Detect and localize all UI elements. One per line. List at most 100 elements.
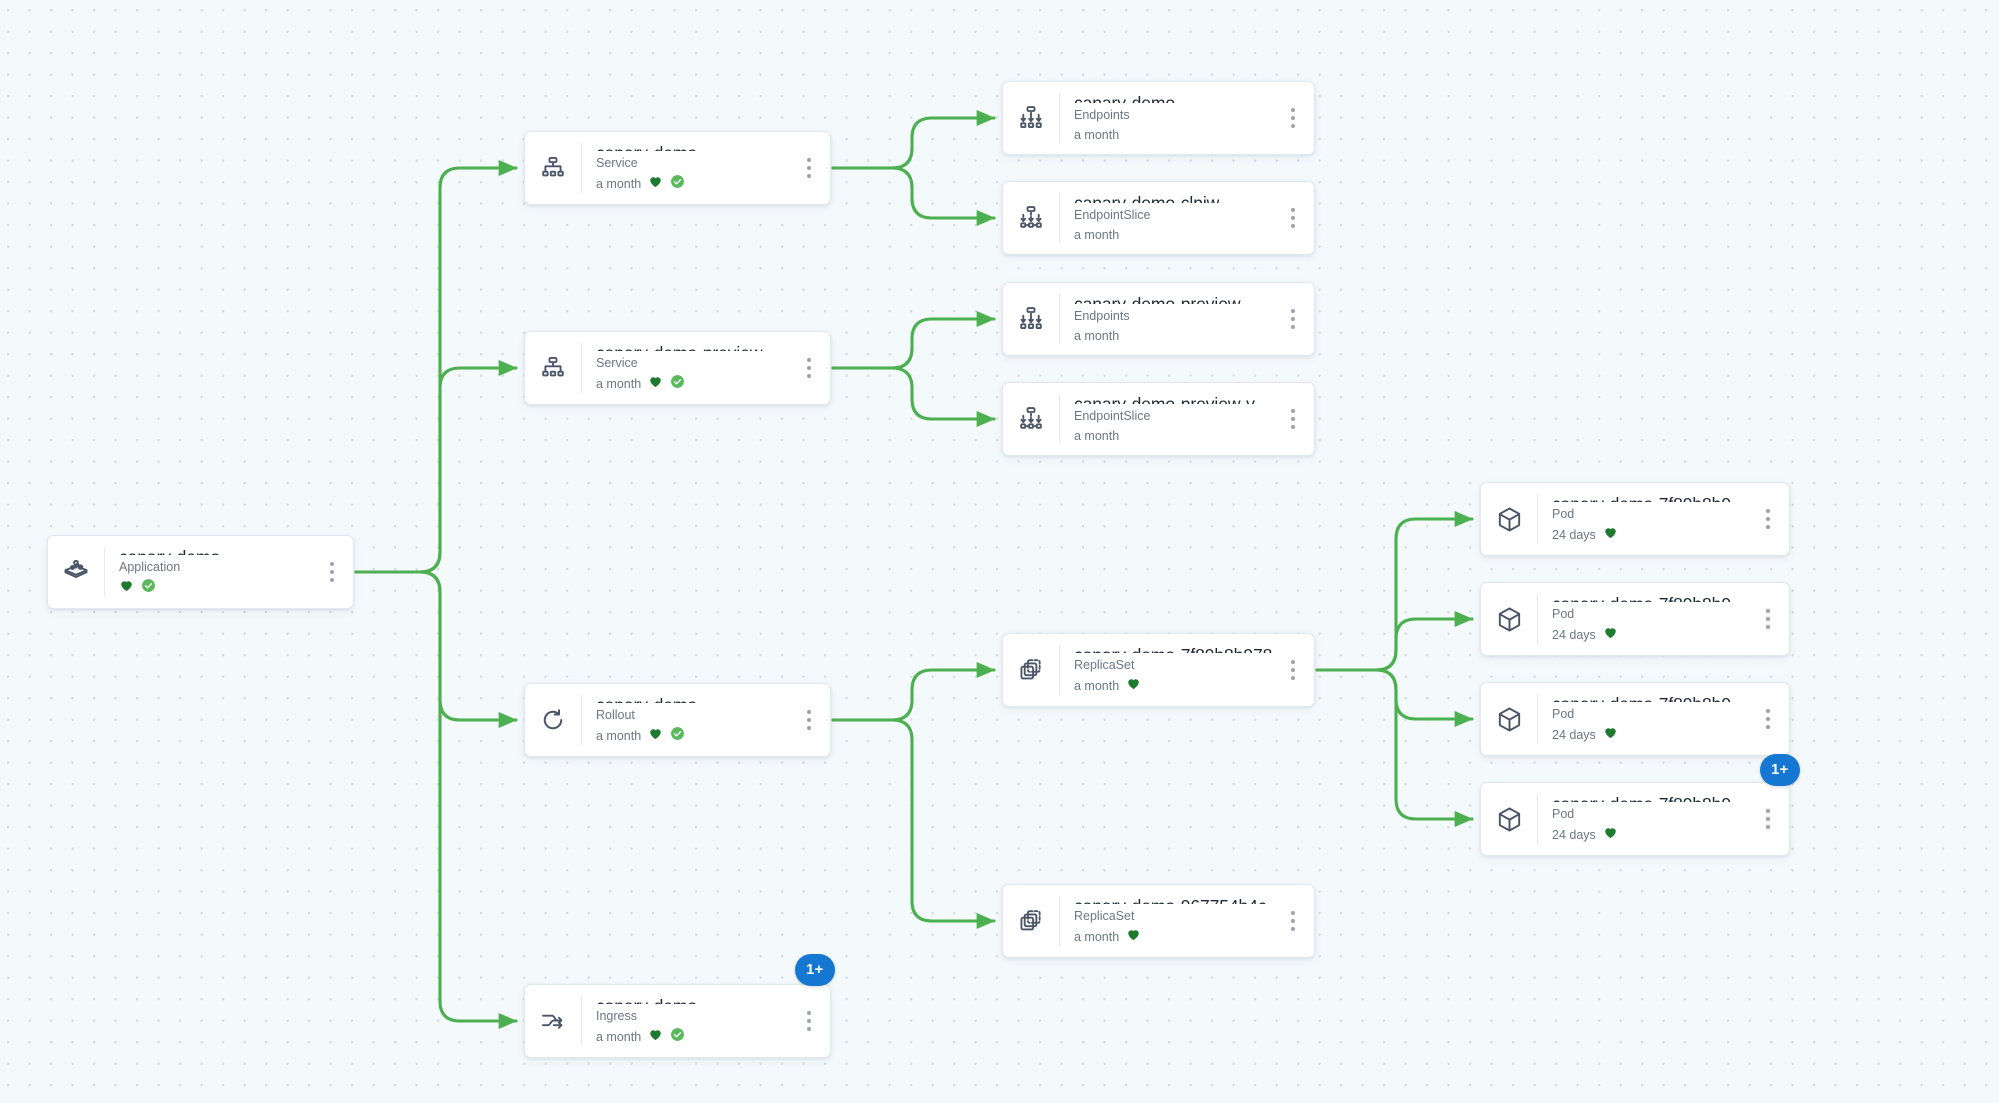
node-age: a month [596,377,642,391]
edge-app-to-service [354,159,518,574]
node-title: canary-demo [1074,93,1176,103]
node-kebab-menu-icon[interactable] [1280,885,1314,957]
node-kebab-menu-icon[interactable] [1755,583,1789,655]
resource-node-ingress-canary-demo[interactable]: canary-demoIngressa month [524,984,836,1063]
health-status-heart-icon [1126,676,1141,696]
node-kebab-menu-icon[interactable] [1755,783,1789,855]
node-body: canary-demo-previewService a month [582,332,796,404]
pod-icon [1481,583,1537,655]
node-age: 24 days [1552,828,1596,842]
node-age: a month [1074,429,1120,443]
node-divider [104,547,105,597]
health-status-heart-icon [648,174,663,194]
node-age: a month [1074,228,1120,242]
node-kind: Endpoints [1074,108,1130,122]
node-divider [1537,494,1538,544]
resource-node-rollout-canary-demo[interactable]: canary-demoRollouta month [524,683,831,757]
node-kind: Pod [1552,507,1575,521]
node-kind: Application [119,560,181,574]
node-title: canary-demo [596,695,796,703]
node-divider [1059,645,1060,695]
node-kebab-menu-icon[interactable] [796,332,830,404]
edge-replicaset-to-pod-3 [1315,668,1474,728]
node-divider [581,695,582,745]
node-title: canary-demo-preview [596,343,796,351]
endpointslice-icon [1003,383,1059,455]
node-body: canary-demoService a month [582,132,796,204]
node-kebab-menu-icon[interactable] [796,132,830,204]
resource-node-replicaset-967754b4c[interactable]: canary-demo-967754b4cReplicaSeta month [1002,884,1315,958]
node-title: canary-demo-7f89b8b97… [1552,494,1755,502]
node-status-row: a month [596,374,796,394]
node-title: canary-demo [596,143,796,151]
edge-app-to-ingress [354,570,518,1030]
resource-node-replicaset-7f89b8b978[interactable]: canary-demo-7f89b8b978ReplicaSeta month [1002,633,1315,707]
node-status-row: a month [596,174,796,194]
node-kebab-menu-icon[interactable] [1280,283,1314,355]
node-kebab-menu-icon[interactable] [796,684,830,756]
replicaset-icon [1003,885,1059,957]
node-status-row: a month [596,1027,796,1047]
resource-node-application[interactable]: canary-demoApplication [47,535,354,609]
resource-node-service-canary-demo-preview[interactable]: canary-demo-previewService a month [524,331,831,405]
pod-icon [1481,783,1537,855]
node-kind: Service [596,356,638,370]
pod-icon [1481,683,1537,755]
resource-node-service-canary-demo[interactable]: canary-demoService a month [524,131,831,205]
edge-app-to-rollout [354,570,518,729]
service-icon [525,132,581,204]
node-body: canary-demoApplication [105,536,319,608]
node-body: canary-demoIngressa month [582,985,796,1057]
node-divider [1059,294,1060,344]
node-kebab-menu-icon[interactable] [1280,182,1314,254]
node-divider [581,143,582,193]
node-kebab-menu-icon[interactable] [319,536,353,608]
node-age: a month [1074,329,1120,343]
endpoints-icon [1003,283,1059,355]
node-status-row: a month [1074,327,1280,345]
node-title: canary-demo-preview-v… [1074,394,1273,404]
edge-service-preview-to-endpoints [831,310,996,370]
node-kebab-menu-icon[interactable] [1280,383,1314,455]
sync-status-check-icon [670,174,685,194]
node-title: canary-demo-7f89b8b97… [1552,694,1755,702]
sync-status-check-icon [670,726,685,746]
node-kind: Service [596,156,638,170]
node-kebab-menu-icon[interactable] [1755,483,1789,555]
node-status-row: a month [1074,126,1280,144]
node-kebab-menu-icon[interactable] [1280,634,1314,706]
health-status-heart-icon [1126,927,1141,947]
argo-application-icon [48,536,104,608]
node-kebab-menu-icon[interactable] [1755,683,1789,755]
node-count-badge[interactable]: 1+ [795,954,835,986]
node-age: a month [596,1030,642,1044]
node-divider [1059,193,1060,243]
node-age: 24 days [1552,628,1596,642]
sync-status-check-icon [670,374,685,394]
node-body: canary-demoRollouta month [582,684,796,756]
node-count-badge[interactable]: 1+ [1760,754,1800,786]
node-kind: Pod [1552,807,1575,821]
node-kebab-menu-icon[interactable] [1280,82,1314,154]
node-age: a month [1074,930,1120,944]
node-kebab-menu-icon[interactable] [796,985,830,1057]
node-age: a month [596,177,642,191]
node-divider [1059,93,1060,143]
node-status-row [119,578,319,598]
node-age: 24 days [1552,728,1596,742]
node-age: a month [1074,679,1120,693]
endpoints-icon [1003,82,1059,154]
